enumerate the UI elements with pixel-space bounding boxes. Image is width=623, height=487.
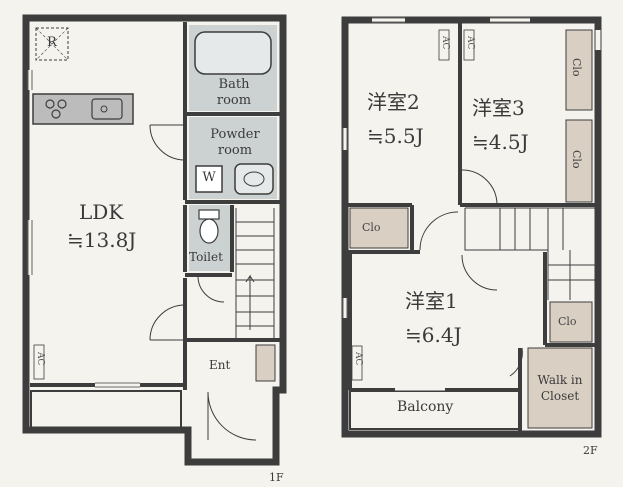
ac-label-1f: AC bbox=[35, 352, 45, 366]
walkin-closet-label: Walk in Closet bbox=[537, 373, 583, 403]
door-toilet bbox=[197, 275, 225, 303]
ldk-size: ≒13.8J bbox=[67, 228, 137, 252]
ldk-name: LDK bbox=[79, 200, 124, 224]
closet-room3-top bbox=[565, 29, 593, 111]
floor1-label: 1F bbox=[269, 471, 284, 484]
balcony-1f bbox=[30, 390, 182, 432]
refrigerator-label: R bbox=[47, 35, 57, 50]
ac-unit-2f-room2 bbox=[438, 29, 450, 61]
faucet-icon bbox=[100, 105, 108, 113]
closet-room3-bottom-label: Clo bbox=[570, 150, 583, 169]
closet-room1-label: Clo bbox=[558, 315, 577, 328]
door-ldk-lower bbox=[149, 304, 186, 341]
stove-burner-icon bbox=[57, 99, 67, 109]
washer-label: W bbox=[202, 170, 216, 185]
door-room2 bbox=[419, 211, 459, 251]
room3-size: ≒4.5J bbox=[472, 130, 529, 154]
closet-room2 bbox=[349, 207, 409, 249]
room1-size: ≒6.4J bbox=[405, 323, 462, 347]
ac-label-2f-room3: AC bbox=[465, 36, 475, 50]
door-room1 bbox=[461, 254, 498, 291]
ac-unit-2f-room1 bbox=[351, 345, 363, 381]
ac-unit-2f-room3 bbox=[463, 29, 475, 61]
floor-1 bbox=[22, 14, 287, 466]
stairs-2f bbox=[464, 207, 597, 300]
door-entrance bbox=[207, 391, 257, 441]
toilet-label: Toilet bbox=[189, 250, 223, 264]
closet-room3-top-label: Clo bbox=[570, 58, 583, 77]
room2-name: 洋室2 bbox=[367, 90, 420, 114]
washer-box bbox=[195, 165, 223, 193]
stove-burner-icon bbox=[51, 109, 61, 119]
toilet-bowl-icon bbox=[199, 218, 219, 244]
balcony-2f-label: Balcony bbox=[397, 399, 454, 415]
walkin-closet bbox=[527, 347, 593, 429]
room1-name: 洋室1 bbox=[405, 289, 458, 313]
door-ldk bbox=[149, 124, 186, 161]
wash-basin-icon bbox=[234, 163, 274, 195]
stove-burner-icon bbox=[45, 99, 55, 109]
door-room3 bbox=[461, 169, 498, 206]
closet-room3-bottom bbox=[565, 119, 593, 203]
window-2f bbox=[342, 17, 601, 391]
stairs-1f bbox=[235, 208, 275, 338]
ac-unit-1f bbox=[33, 344, 45, 380]
powder-room-label: Powder room bbox=[210, 127, 260, 158]
window-1f bbox=[27, 70, 140, 388]
refrigerator-icon bbox=[35, 27, 69, 61]
closet-room1 bbox=[549, 301, 593, 343]
room2-size: ≒5.5J bbox=[367, 124, 424, 148]
closet-ent bbox=[255, 344, 276, 382]
floor-2 bbox=[341, 16, 602, 438]
entrance-label: Ent bbox=[209, 358, 231, 372]
ac-label-2f-room1: AC bbox=[353, 352, 363, 366]
room3-name: 洋室3 bbox=[472, 96, 525, 120]
floor2-label: 2F bbox=[583, 444, 598, 457]
bathroom-label: Bath room bbox=[216, 77, 252, 108]
sink-icon bbox=[91, 98, 123, 120]
closet-room2-label: Clo bbox=[362, 221, 381, 234]
toilet-tank-icon bbox=[198, 209, 220, 220]
bathtub-icon bbox=[194, 31, 272, 75]
balcony-2f bbox=[349, 390, 521, 430]
ac-label-2f-room2: AC bbox=[440, 36, 450, 50]
door-walkin bbox=[509, 347, 523, 377]
